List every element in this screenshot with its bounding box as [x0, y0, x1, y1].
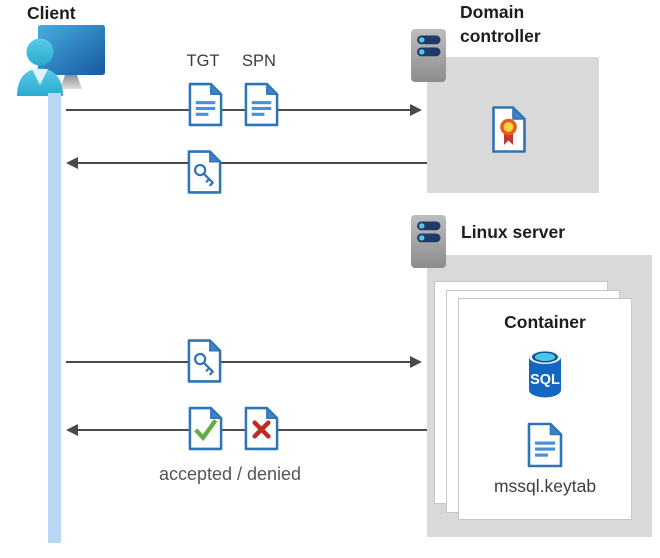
spn-document-icon [243, 81, 280, 128]
arrow-client-to-linux [66, 356, 422, 368]
certificate-document-icon [491, 105, 527, 154]
tgt-document-icon [187, 81, 224, 128]
server-icon [410, 28, 447, 83]
sql-database-icon [526, 347, 564, 401]
client-lifeline [48, 93, 61, 543]
arrowhead-right-icon [410, 104, 422, 116]
server-icon [410, 214, 447, 269]
arrowhead-left-icon [66, 157, 78, 169]
domain-controller-title: Domain controller [460, 2, 541, 46]
user-at-monitor-icon [8, 22, 108, 96]
container-card: Container mssql.keytab [458, 298, 632, 520]
accepted-check-document-icon [187, 405, 224, 452]
linux-server-title: Linux server [461, 222, 566, 242]
arrow-dc-to-client [66, 157, 427, 169]
client-title: Client [27, 3, 76, 23]
arrowhead-right-icon [410, 356, 422, 368]
key-ticket-icon [186, 148, 223, 196]
arrow-client-to-dc [66, 104, 422, 116]
spn-label: SPN [242, 52, 276, 70]
tgt-label: TGT [186, 52, 220, 70]
keytab-label: mssql.keytab [493, 476, 597, 496]
key-ticket-icon [186, 337, 223, 385]
accepted-denied-label: accepted / denied [158, 464, 302, 484]
denied-x-document-icon [243, 405, 280, 452]
keytab-document-icon [525, 421, 565, 469]
arrowhead-left-icon [66, 424, 78, 436]
container-title: Container [504, 312, 586, 332]
